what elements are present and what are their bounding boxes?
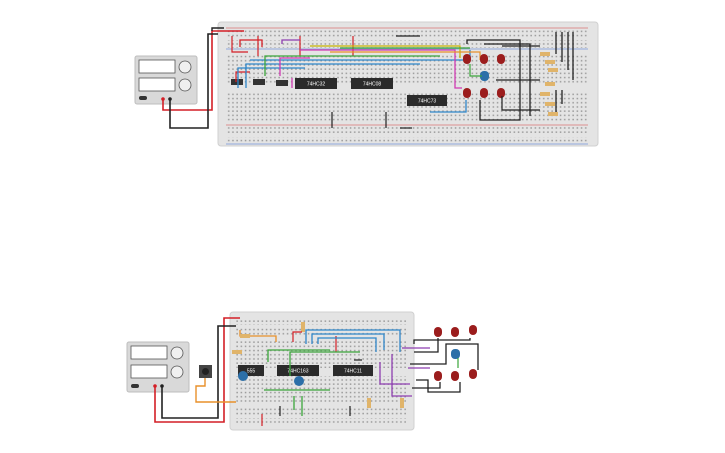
bottom-power-supply[interactable]: [126, 341, 190, 393]
bottom-resistor-5[interactable]: [400, 398, 404, 408]
top-resistors: [540, 52, 558, 116]
bottom-chip-1[interactable]: 555: [238, 365, 264, 376]
top-switch-1[interactable]: [231, 79, 243, 85]
svg-text:555: 555: [247, 369, 256, 375]
bottom-led-5[interactable]: [434, 371, 442, 381]
top-switch-2[interactable]: [253, 79, 265, 85]
bottom-resistor-2[interactable]: [232, 350, 242, 354]
top-led-1[interactable]: [463, 54, 471, 64]
top-power-red-wire[interactable]: [162, 30, 244, 111]
svg-text:74HC73: 74HC73: [418, 99, 437, 105]
top-led-6[interactable]: [480, 88, 488, 98]
top-led-3[interactable]: [497, 54, 505, 64]
top-chip-3[interactable]: 74HC73: [407, 95, 447, 106]
top-power-supply[interactable]: [134, 55, 198, 105]
svg-text:74HC08: 74HC08: [363, 82, 382, 88]
top-led-7[interactable]: [497, 88, 505, 98]
bottom-led-3[interactable]: [469, 325, 477, 335]
bottom-led-2[interactable]: [451, 327, 459, 337]
bottom-chip-2[interactable]: 74HC163: [277, 365, 319, 376]
bottom-pushbutton[interactable]: [199, 365, 212, 378]
top-chip-2[interactable]: 74HC08: [351, 78, 393, 89]
bottom-resistor-3[interactable]: [301, 322, 305, 332]
top-led-2[interactable]: [480, 54, 488, 64]
bottom-chip-3[interactable]: 74HC11: [333, 365, 373, 376]
bottom-circuit: 555 74HC163 74HC11: [126, 311, 479, 431]
bottom-led-1[interactable]: [434, 327, 442, 337]
bottom-power-red-wire[interactable]: [154, 317, 240, 423]
bottom-resistor-1[interactable]: [240, 334, 250, 338]
top-led-4[interactable]: [480, 71, 489, 81]
bottom-capacitor-1[interactable]: [238, 371, 248, 381]
bottom-resistor-4[interactable]: [367, 398, 371, 408]
top-chip-1[interactable]: 74HC32: [295, 78, 337, 89]
top-led-5[interactable]: [463, 88, 471, 98]
top-power-black-wire[interactable]: [169, 33, 218, 129]
bottom-led-4[interactable]: [451, 349, 460, 359]
bottom-led-7[interactable]: [469, 369, 477, 379]
bottom-led-6[interactable]: [451, 371, 459, 381]
bottom-capacitor-2[interactable]: [294, 376, 304, 386]
svg-text:74HC11: 74HC11: [344, 369, 362, 375]
top-switch-3[interactable]: [276, 80, 288, 86]
bottom-power-black-wire[interactable]: [161, 325, 236, 419]
top-circuit: 74HC32 74HC08 74HC73: [134, 21, 599, 147]
svg-text:74HC32: 74HC32: [307, 82, 326, 88]
svg-text:74HC163: 74HC163: [287, 369, 308, 375]
